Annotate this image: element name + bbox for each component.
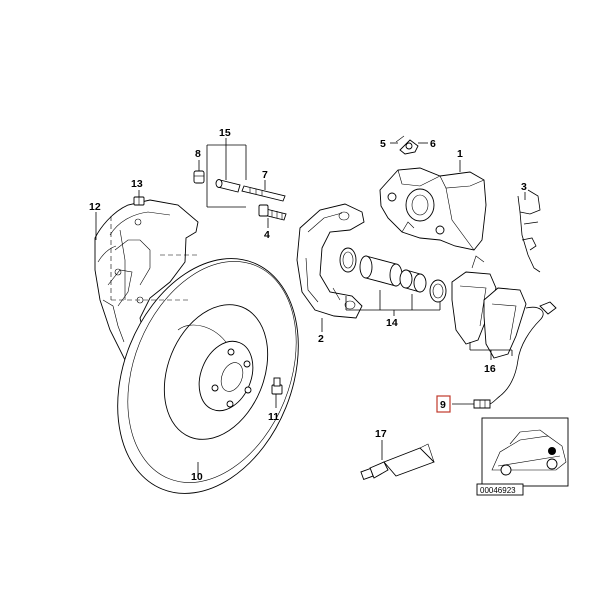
part-labels: 1 2 3 4 5 6 7 8 9 10 11 12 13 14 15 16 1…: [89, 127, 527, 483]
part-label-17[interactable]: 17: [375, 428, 387, 440]
part-label-15[interactable]: 15: [219, 127, 231, 139]
guide-pin-group: [193, 170, 287, 221]
leader-lines: [95, 138, 526, 478]
brake-caliper-part: [379, 167, 487, 251]
part-label-8[interactable]: 8: [195, 148, 201, 160]
caliper-carrier-part: [296, 203, 365, 319]
part-label-3[interactable]: 3: [521, 181, 527, 193]
part-label-1[interactable]: 1: [457, 148, 463, 160]
part-label-7[interactable]: 7: [262, 169, 268, 181]
part-label-12[interactable]: 12: [89, 201, 101, 213]
brake-disc-part: [117, 258, 299, 494]
grease-tube-part: [360, 443, 435, 481]
piston-kit-part: [339, 247, 447, 303]
part-label-9[interactable]: 9: [440, 399, 446, 411]
part-label-5[interactable]: 5: [380, 138, 386, 150]
part-label-10[interactable]: 10: [191, 471, 203, 483]
part-label-6[interactable]: 6: [430, 138, 436, 150]
brake-pads-part: [451, 255, 527, 359]
part-label-13[interactable]: 13: [131, 178, 143, 190]
part-label-14[interactable]: 14: [386, 317, 398, 329]
anti-rattle-spring-part: [517, 189, 541, 273]
wear-sensor-part: [473, 301, 557, 409]
part-label-2[interactable]: 2: [318, 333, 324, 345]
bolt-11-part: [271, 377, 283, 395]
part-label-4[interactable]: 4: [264, 229, 270, 241]
bleeder-screw-part: [395, 135, 419, 155]
part-label-11[interactable]: 11: [268, 411, 279, 423]
car-inset-panel: 00046923: [476, 417, 569, 496]
highlight-box-9: [436, 395, 451, 413]
part-label-16[interactable]: 16: [484, 363, 496, 375]
bolt-13-part: [133, 196, 145, 206]
reference-code: 00046923: [480, 486, 516, 495]
